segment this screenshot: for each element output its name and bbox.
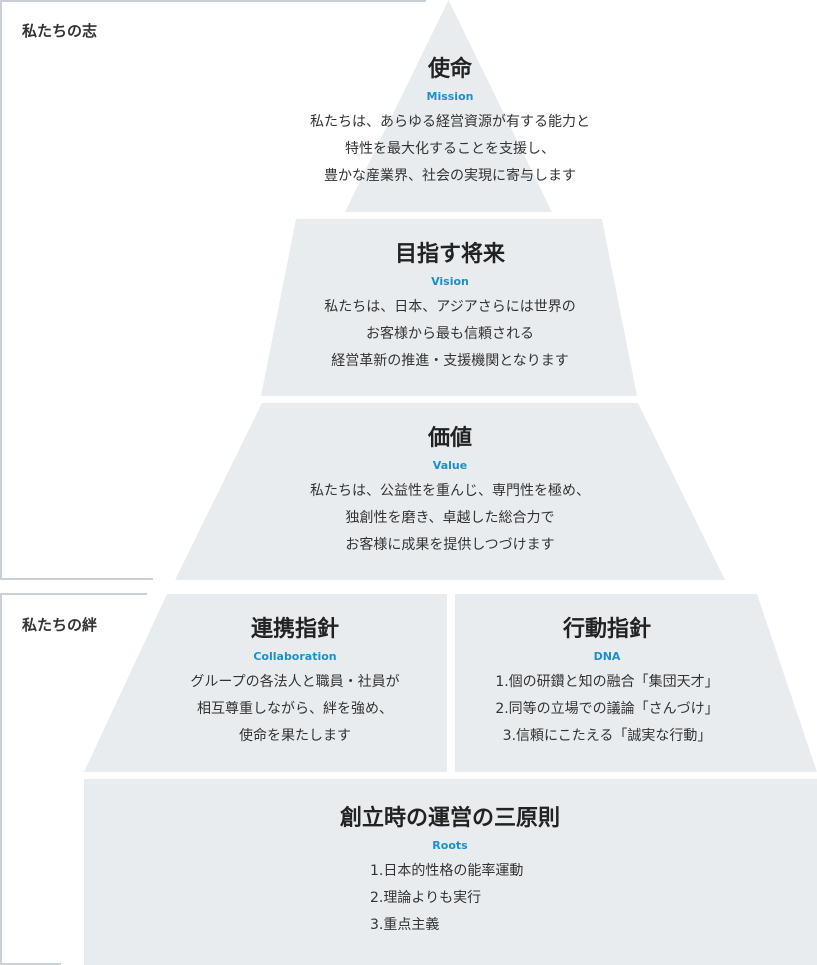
- roots-shape: [84, 779, 817, 965]
- vision-line: 経営革新の推進・支援機関となります: [331, 353, 569, 369]
- dna-line: 1.個の研鑽と知の融合「集団天才」: [495, 674, 719, 690]
- value-line: 私たちは、公益性を重んじ、専門性を極め、: [310, 483, 590, 499]
- vision-line: 私たちは、日本、アジアさらには世界の: [324, 299, 576, 315]
- collaboration-block: 連携指針 Collaboration グループの各法人と職員・社員が 相互尊重し…: [145, 616, 445, 750]
- kokorozashi-bracket-top: [0, 0, 426, 2]
- vision-subtitle: Vision: [431, 275, 469, 288]
- vision-title: 目指す将来: [394, 242, 505, 267]
- dna-line: 3.信頼にこたえる「誠実な行動」: [502, 728, 712, 744]
- dna-title: 行動指針: [562, 617, 651, 642]
- value-shape: [175, 403, 725, 580]
- dna-block: 行動指針 DNA 1.個の研鑽と知の融合「集団天才」 2.同等の立場での議論「さ…: [457, 616, 757, 750]
- value-title: 価値: [427, 426, 472, 451]
- kizuna-bracket-bottom: [0, 963, 61, 965]
- dna-subtitle: DNA: [593, 650, 621, 663]
- roots-title: 創立時の運営の三原則: [339, 806, 560, 831]
- collaboration-line: グループの各法人と職員・社員が: [190, 674, 400, 690]
- mission-subtitle: Mission: [426, 90, 474, 103]
- collaboration-line: 使命を果たします: [239, 728, 351, 744]
- roots-line: 1.日本的性格の能率運動: [370, 863, 524, 879]
- kizuna-label: 私たちの絆: [22, 616, 98, 634]
- roots-subtitle: Roots: [432, 839, 468, 852]
- mission-line: 特性を最大化することを支援し、: [345, 141, 555, 157]
- kokorozashi-bracket-side: [0, 0, 2, 580]
- value-block: 価値 Value 私たちは、公益性を重んじ、専門性を極め、 独創性を磨き、卓越し…: [250, 425, 650, 559]
- roots-block: 創立時の運営の三原則 Roots 1.日本的性格の能率運動 2.理論よりも実行 …: [250, 805, 650, 939]
- collaboration-subtitle: Collaboration: [253, 650, 337, 663]
- collaboration-title: 連携指針: [250, 617, 339, 642]
- value-line: お客様に成果を提供しつづけます: [345, 537, 555, 553]
- mission-title: 使命: [427, 57, 472, 82]
- value-line: 独創性を磨き、卓越した総合力で: [345, 510, 555, 526]
- vision-shape: [261, 219, 637, 396]
- kizuna-bracket-top: [0, 593, 147, 595]
- vision-block: 目指す将来 Vision 私たちは、日本、アジアさらには世界の お客様から最も信…: [250, 241, 650, 375]
- roots-line: 2.理論よりも実行: [370, 890, 482, 906]
- vision-line: お客様から最も信頼される: [366, 326, 534, 342]
- kokorozashi-label: 私たちの志: [22, 22, 98, 40]
- dna-shape: [455, 594, 817, 772]
- roots-line: 3.重点主義: [370, 917, 440, 933]
- mission-block: 使命 Mission 私たちは、あらゆる経営資源が有する能力と 特性を最大化する…: [250, 56, 650, 190]
- mission-line: 私たちは、あらゆる経営資源が有する能力と: [310, 114, 590, 130]
- mission-line: 豊かな産業界、社会の実現に寄与します: [324, 168, 576, 184]
- value-subtitle: Value: [432, 459, 468, 472]
- dna-line: 2.同等の立場での議論「さんづけ」: [495, 701, 719, 717]
- kokorozashi-bracket-bottom: [0, 578, 153, 580]
- kizuna-bracket-side: [0, 593, 2, 965]
- collaboration-line: 相互尊重しながら、絆を強め、: [197, 701, 393, 717]
